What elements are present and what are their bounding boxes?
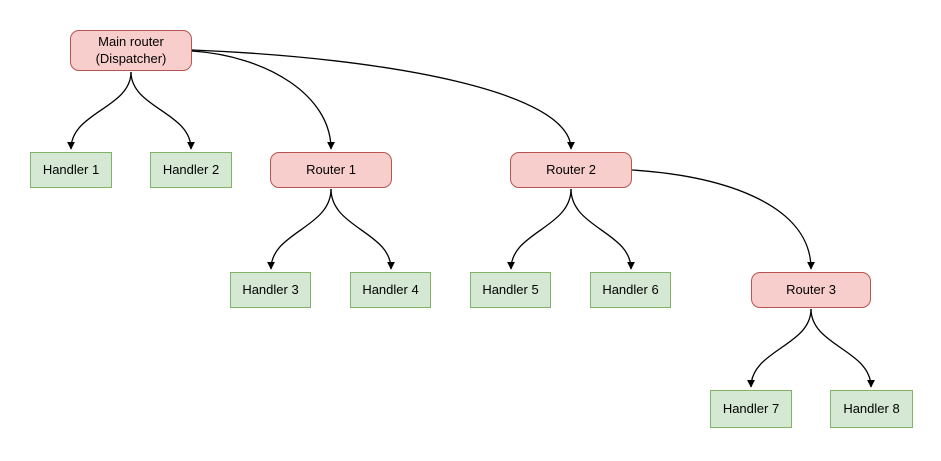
node-main-router-label-line2: (Dispatcher) bbox=[95, 50, 167, 66]
node-main-router: Main router (Dispatcher) bbox=[70, 30, 192, 71]
node-router-1-label: Router 1 bbox=[306, 161, 356, 177]
node-router-2: Router 2 bbox=[510, 152, 632, 188]
edge-router-3-to-handler-7 bbox=[747, 308, 812, 388]
node-handler-8-label: Handler 8 bbox=[843, 400, 900, 416]
edge-router-3-to-handler-8 bbox=[810, 308, 875, 388]
node-handler-6: Handler 6 bbox=[590, 272, 671, 308]
node-handler-2-label: Handler 2 bbox=[162, 161, 220, 177]
node-handler-8: Handler 8 bbox=[830, 390, 913, 428]
node-handler-3: Handler 3 bbox=[230, 272, 311, 308]
node-handler-2: Handler 2 bbox=[150, 152, 232, 188]
node-handler-4: Handler 4 bbox=[350, 272, 431, 308]
edge-router-2-to-handler-5 bbox=[507, 188, 572, 270]
node-router-3: Router 3 bbox=[751, 272, 871, 308]
node-handler-3-label: Handler 3 bbox=[242, 281, 299, 297]
node-main-router-label-line1: Main router bbox=[98, 34, 164, 50]
node-handler-5: Handler 5 bbox=[470, 272, 551, 308]
edge-main-router-to-handler-2 bbox=[130, 71, 195, 150]
node-handler-1: Handler 1 bbox=[30, 152, 112, 188]
edge-router-2-to-router-3 bbox=[631, 169, 815, 270]
node-handler-7-label: Handler 7 bbox=[722, 400, 780, 416]
node-handler-6-label: Handler 6 bbox=[602, 281, 659, 297]
edge-main-router-to-router-2 bbox=[191, 49, 575, 150]
edge-main-router-to-handler-1 bbox=[67, 71, 132, 150]
node-handler-7: Handler 7 bbox=[710, 390, 792, 428]
node-handler-5-label: Handler 5 bbox=[482, 281, 539, 297]
node-main-router-label: Main router (Dispatcher) bbox=[96, 34, 167, 67]
edge-router-1-to-handler-3 bbox=[267, 188, 332, 270]
edge-router-2-to-handler-6 bbox=[570, 188, 635, 270]
node-router-1: Router 1 bbox=[270, 152, 392, 188]
edge-main-router-to-router-1 bbox=[191, 50, 335, 150]
node-router-2-label: Router 2 bbox=[546, 161, 596, 177]
node-router-3-label: Router 3 bbox=[786, 281, 836, 297]
node-handler-4-label: Handler 4 bbox=[362, 281, 419, 297]
edge-router-1-to-handler-4 bbox=[330, 188, 395, 270]
node-handler-1-label: Handler 1 bbox=[42, 161, 100, 177]
